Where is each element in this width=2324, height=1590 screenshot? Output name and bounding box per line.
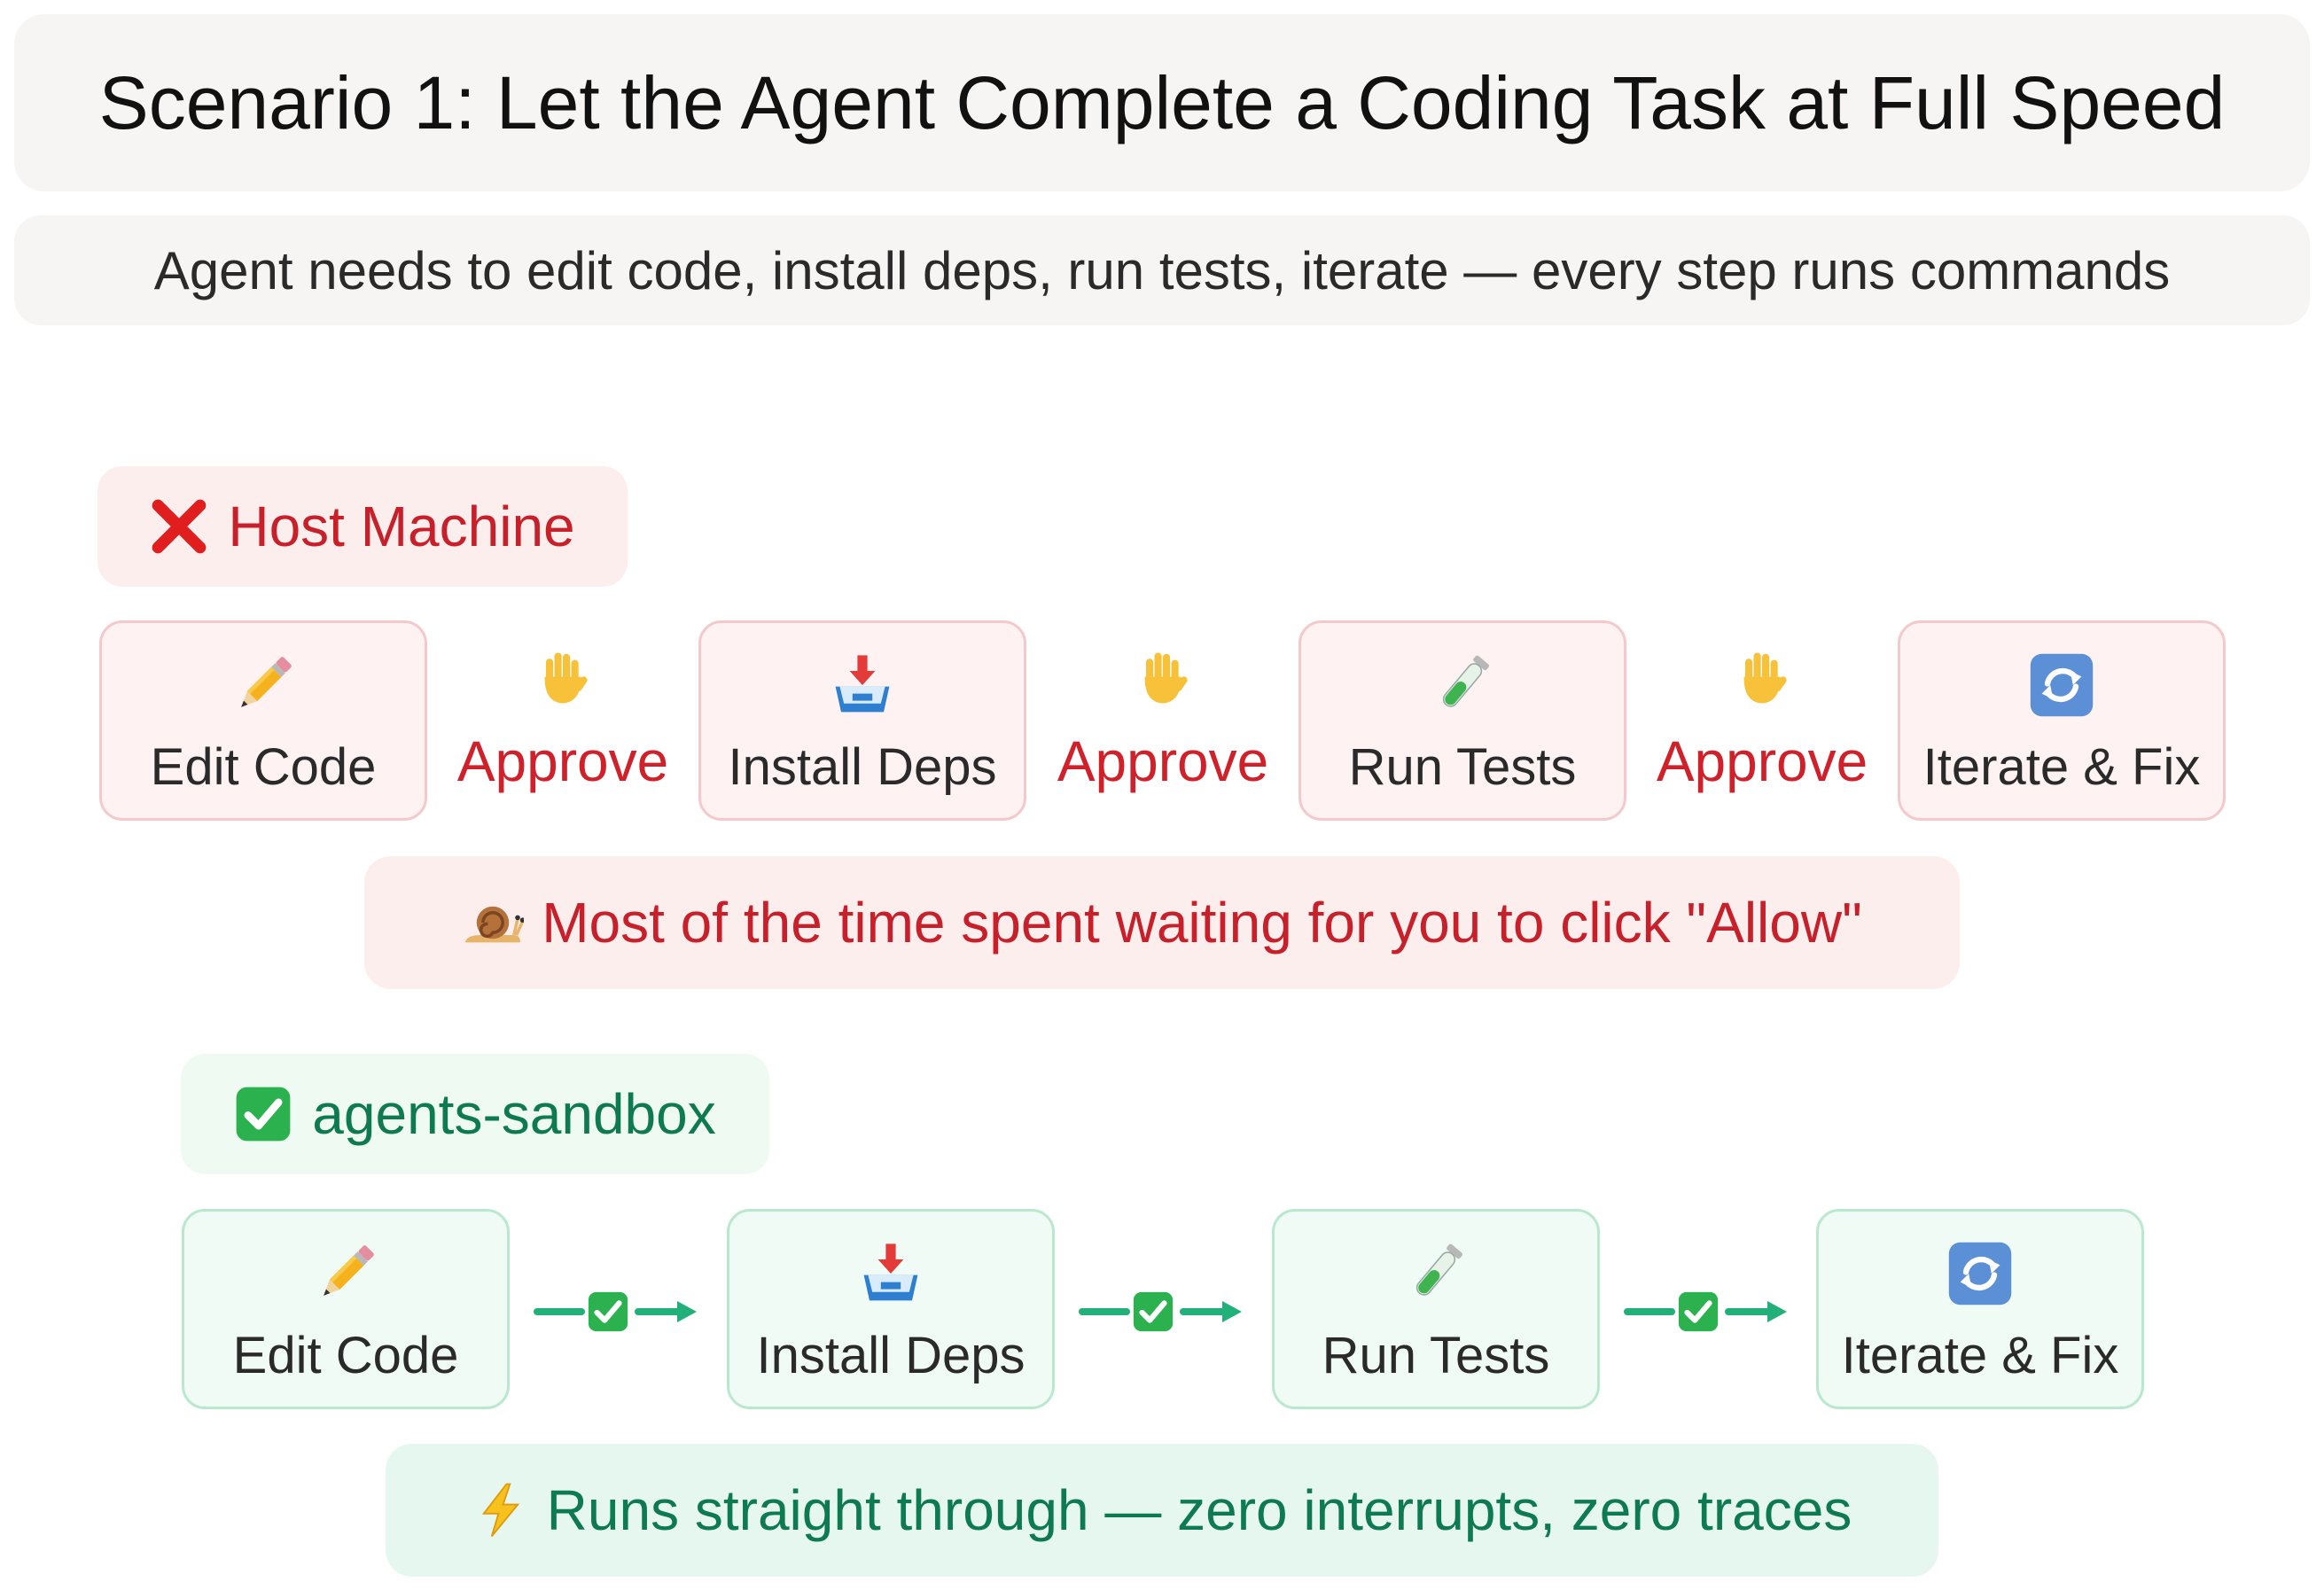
- sandbox-step-edit-code: Edit Code: [182, 1209, 510, 1409]
- approve-label: Approve: [1057, 729, 1269, 793]
- approve-marker: Approve: [1048, 638, 1278, 807]
- pencil-icon: [310, 1238, 381, 1309]
- test-tube-icon: [1427, 650, 1498, 721]
- refresh-icon: [1945, 1238, 2016, 1309]
- raised-hand-icon: [1732, 648, 1792, 708]
- host-step-iterate-fix: Iterate & Fix: [1898, 620, 2226, 821]
- host-machine-label: Host Machine: [97, 466, 628, 587]
- step-label: Install Deps: [756, 1326, 1026, 1384]
- step-label: Iterate & Fix: [1841, 1326, 2119, 1384]
- pencil-icon: [228, 650, 299, 721]
- host-label-text: Host Machine: [228, 495, 575, 558]
- step-label: Edit Code: [232, 1326, 459, 1384]
- sandbox-step-run-tests: Run Tests: [1272, 1209, 1600, 1409]
- check-mark-icon: [234, 1085, 292, 1143]
- page-subtitle: Agent needs to edit code, install deps, …: [153, 240, 2171, 300]
- connector-arrow: [1624, 1267, 1787, 1356]
- inbox-tray-icon: [827, 650, 898, 721]
- step-label: Iterate & Fix: [1922, 737, 2201, 796]
- sandbox-callout-text: Runs straight through — zero interrupts,…: [546, 1478, 1852, 1542]
- snail-icon: [462, 892, 524, 954]
- sandbox-label-text: agents-sandbox: [312, 1082, 716, 1146]
- sandbox-step-install-deps: Install Deps: [727, 1209, 1055, 1409]
- approve-label: Approve: [456, 729, 669, 793]
- step-label: Run Tests: [1348, 737, 1577, 796]
- test-tube-icon: [1400, 1238, 1471, 1309]
- lightning-icon: [472, 1482, 529, 1539]
- approve-marker: Approve: [448, 638, 678, 807]
- check-mark-icon: [1679, 1292, 1718, 1331]
- host-step-edit-code: Edit Code: [99, 620, 427, 821]
- host-step-install-deps: Install Deps: [698, 620, 1026, 821]
- host-callout-text: Most of the time spent waiting for you t…: [542, 891, 1862, 955]
- refresh-icon: [2026, 650, 2097, 721]
- connector-arrow: [1079, 1267, 1242, 1356]
- approve-marker: Approve: [1647, 638, 1877, 807]
- step-label: Install Deps: [728, 737, 997, 796]
- raised-hand-icon: [533, 648, 593, 708]
- check-mark-icon: [1134, 1292, 1173, 1331]
- raised-hand-icon: [1133, 648, 1193, 708]
- inbox-tray-icon: [855, 1238, 926, 1309]
- sandbox-step-iterate-fix: Iterate & Fix: [1816, 1209, 2144, 1409]
- title-panel: Scenario 1: Let the Agent Complete a Cod…: [14, 14, 2310, 191]
- step-label: Edit Code: [150, 737, 377, 796]
- step-label: Run Tests: [1322, 1326, 1550, 1384]
- subtitle-panel: Agent needs to edit code, install deps, …: [14, 215, 2310, 325]
- sandbox-label: agents-sandbox: [181, 1054, 769, 1174]
- connector-arrow: [534, 1267, 697, 1356]
- check-mark-icon: [589, 1292, 628, 1331]
- approve-label: Approve: [1656, 729, 1868, 793]
- page-title: Scenario 1: Let the Agent Complete a Cod…: [98, 60, 2226, 144]
- host-step-run-tests: Run Tests: [1298, 620, 1626, 821]
- host-callout: Most of the time spent waiting for you t…: [364, 856, 1960, 989]
- cross-mark-icon: [150, 497, 208, 556]
- sandbox-callout: Runs straight through — zero interrupts,…: [386, 1444, 1938, 1577]
